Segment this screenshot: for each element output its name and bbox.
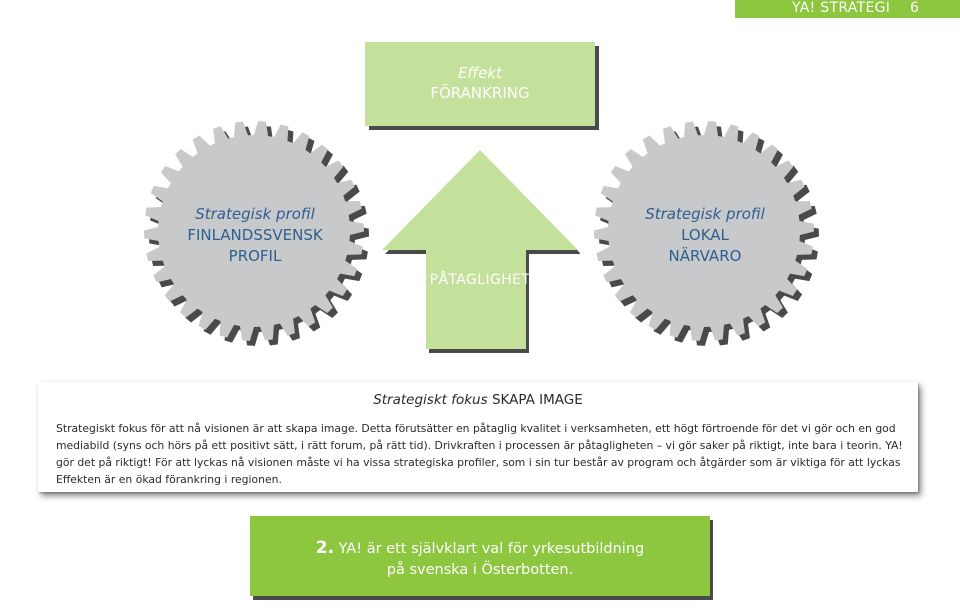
effekt-value: FÖRANKRING (430, 84, 530, 102)
focus-box: Strategiskt fokus SKAPA IMAGE Strategisk… (38, 382, 918, 492)
right-gear-icon (594, 121, 819, 346)
left-gear-line2: FINLANDSSVENSK (187, 226, 323, 244)
bottom-text: 2. YA! är ett självklart val för yrkesut… (250, 538, 710, 581)
header-title: YA! STRATEGI (792, 0, 891, 16)
left-gear-text: Strategisk profil FINLANDSSVENSK PROFIL (160, 204, 350, 267)
bottom-number: 2. (315, 538, 335, 558)
focus-body: Strategiskt fokus för att nå visionen är… (56, 422, 903, 486)
arrow-up-icon (382, 150, 580, 353)
left-gear-icon (144, 121, 369, 346)
focus-heading-italic: Strategiskt fokus (373, 392, 488, 408)
left-gear-line1: Strategisk profil (195, 205, 315, 223)
left-gear-line3: PROFIL (228, 247, 282, 265)
bottom-line2: på svenska i Österbotten. (386, 562, 574, 578)
effekt-label: Effekt (457, 64, 503, 82)
right-gear-text: Strategisk profil LOKAL NÄRVARO (610, 204, 800, 267)
focus-heading-rest: SKAPA IMAGE (487, 392, 583, 408)
bottom-box: 2. YA! är ett självklart val för yrkesut… (250, 516, 710, 596)
effekt-box: Effekt FÖRANKRING (365, 42, 595, 126)
right-gear-line1: Strategisk profil (645, 205, 765, 223)
right-gear-line3: NÄRVARO (668, 247, 742, 265)
page-number: 6 (910, 0, 919, 16)
right-gear-line2: LOKAL (681, 226, 729, 244)
focus-heading: Strategiskt fokus SKAPA IMAGE (38, 392, 918, 408)
bottom-line1: YA! är ett självklart val för yrkesutbil… (334, 541, 645, 557)
arrow-label: PÅTAGLIGHET (429, 272, 531, 288)
header-bar: YA! STRATEGI 6 (735, 0, 960, 18)
